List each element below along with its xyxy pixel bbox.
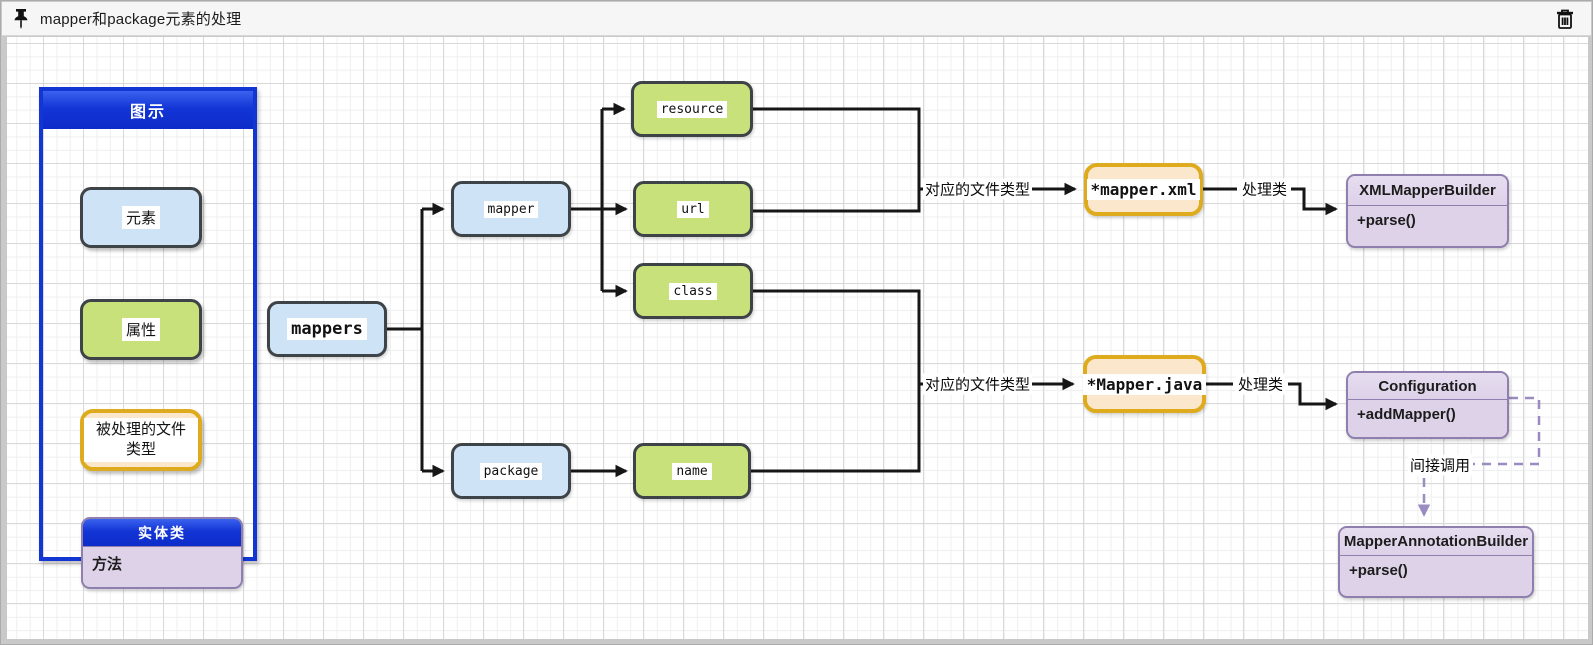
- node-resource[interactable]: resource: [631, 81, 753, 137]
- trash-icon: [1557, 9, 1573, 29]
- diagram-canvas[interactable]: 图示 元素 属性 被处理的文件类型 实体类 方法 mappers mapper …: [7, 37, 1588, 639]
- node-mappers[interactable]: mappers: [267, 301, 387, 357]
- delete-button[interactable]: [1555, 8, 1575, 30]
- node-package[interactable]: package: [451, 443, 571, 499]
- class-configuration[interactable]: Configuration +addMapper(): [1346, 371, 1509, 439]
- node-name[interactable]: name: [633, 443, 751, 499]
- label-file-type-1: 对应的文件类型: [923, 178, 1033, 200]
- title-bar: mapper和package元素的处理: [2, 2, 1591, 36]
- legend-attribute-sample[interactable]: 属性: [80, 299, 202, 360]
- node-mapper-xml[interactable]: *mapper.xml: [1084, 163, 1203, 216]
- label-file-type-2: 对应的文件类型: [923, 373, 1033, 395]
- pin-button[interactable]: [2, 8, 40, 30]
- legend-entity-class-sample[interactable]: 实体类 方法: [81, 517, 243, 589]
- label-indirect-call: 间接调用: [1408, 454, 1473, 476]
- document-title: mapper和package元素的处理: [40, 11, 242, 28]
- label-handler-2: 处理类: [1236, 373, 1286, 395]
- legend-panel[interactable]: 图示 元素 属性 被处理的文件类型 实体类 方法: [39, 87, 257, 589]
- node-class[interactable]: class: [633, 263, 753, 319]
- legend-title: 图示: [43, 91, 253, 129]
- node-mapper[interactable]: mapper: [451, 181, 571, 237]
- node-url[interactable]: url: [633, 181, 753, 237]
- legend-file-type-sample[interactable]: 被处理的文件类型: [80, 409, 202, 471]
- pushpin-icon: [14, 8, 28, 29]
- class-xml-mapper-builder[interactable]: XMLMapperBuilder +parse(): [1346, 174, 1509, 248]
- node-mapper-java[interactable]: *Mapper.java: [1082, 355, 1207, 413]
- legend-element-sample[interactable]: 元素: [80, 187, 202, 248]
- class-mapper-annotation-builder[interactable]: MapperAnnotationBuilder +parse(): [1338, 526, 1534, 598]
- label-handler-1: 处理类: [1240, 178, 1290, 200]
